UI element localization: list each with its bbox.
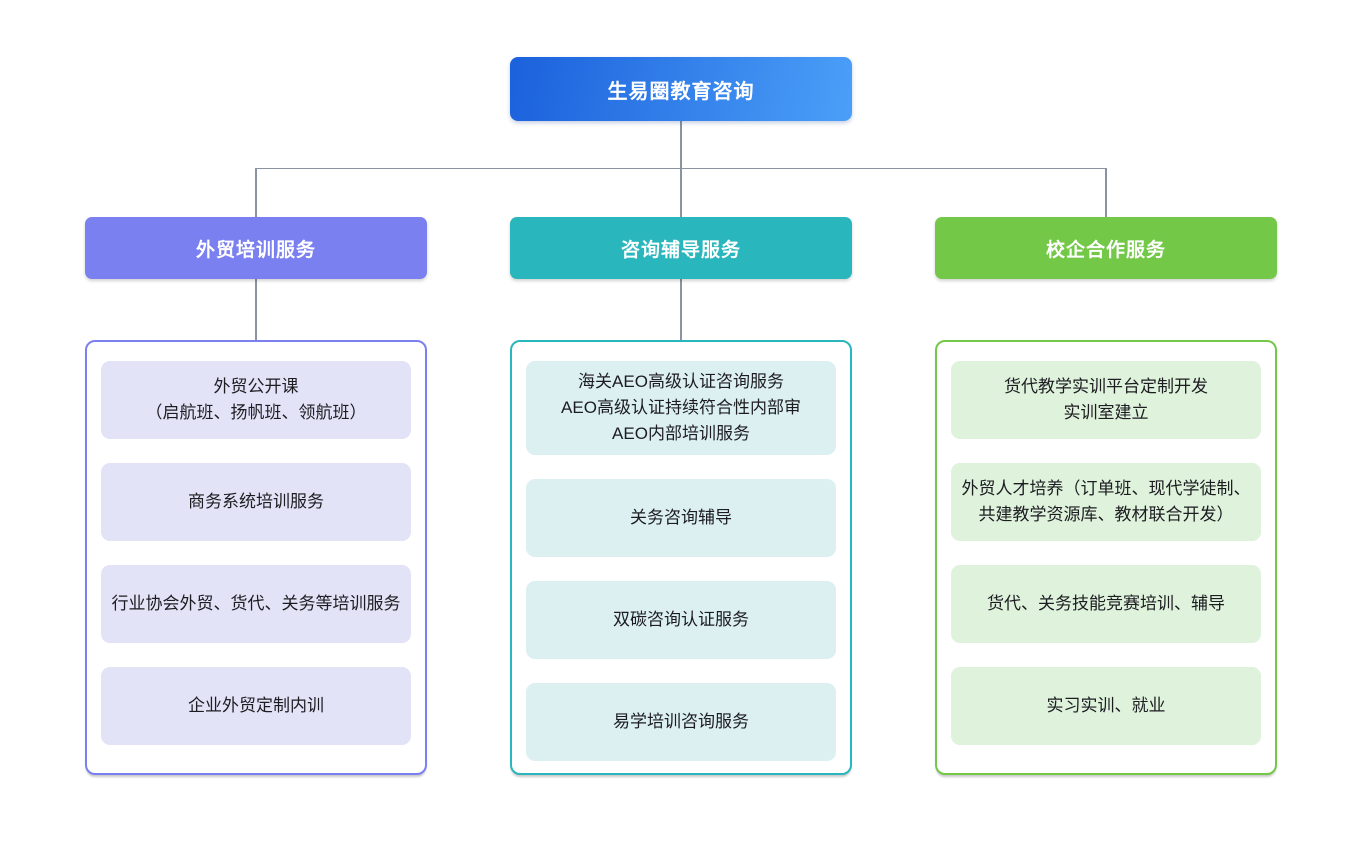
service-item: 海关AEO高级认证咨询服务 AEO高级认证持续符合性内部审 AEO内部培训服务 [526, 361, 836, 455]
branch-header-foreign-trade-training: 外贸培训服务 [85, 217, 427, 279]
service-item: 实习实训、就业 [951, 667, 1261, 745]
connector-header-middle [680, 279, 682, 340]
service-item: 行业协会外贸、货代、关务等培训服务 [101, 565, 411, 643]
branch-container-consulting-coaching: 海关AEO高级认证咨询服务 AEO高级认证持续符合性内部审 AEO内部培训服务关… [510, 340, 852, 775]
branch-header-school-enterprise-cooperation: 校企合作服务 [935, 217, 1277, 279]
service-item: 企业外贸定制内训 [101, 667, 411, 745]
connector-drop-left [255, 168, 257, 218]
connector-drop-middle [680, 168, 682, 218]
service-item: 货代教学实训平台定制开发 实训室建立 [951, 361, 1261, 439]
root-node: 生易圈教育咨询 [510, 57, 852, 121]
branch-container-foreign-trade-training: 外贸公开课 （启航班、扬帆班、领航班） 商务系统培训服务行业协会外贸、货代、关务等… [85, 340, 427, 775]
branch-container-school-enterprise-cooperation: 货代教学实训平台定制开发 实训室建立外贸人才培养（订单班、现代学徒制、共建教学资… [935, 340, 1277, 775]
service-item: 双碳咨询认证服务 [526, 581, 836, 659]
connector-drop-right [1105, 168, 1107, 218]
service-item: 关务咨询辅导 [526, 479, 836, 557]
connector-root-down [680, 121, 682, 168]
connector-header-left [255, 279, 257, 340]
service-item: 外贸公开课 （启航班、扬帆班、领航班） [101, 361, 411, 439]
branch-header-consulting-coaching: 咨询辅导服务 [510, 217, 852, 279]
service-item: 商务系统培训服务 [101, 463, 411, 541]
service-item: 货代、关务技能竞赛培训、辅导 [951, 565, 1261, 643]
service-item: 外贸人才培养（订单班、现代学徒制、共建教学资源库、教材联合开发） [951, 463, 1261, 541]
service-item: 易学培训咨询服务 [526, 683, 836, 761]
